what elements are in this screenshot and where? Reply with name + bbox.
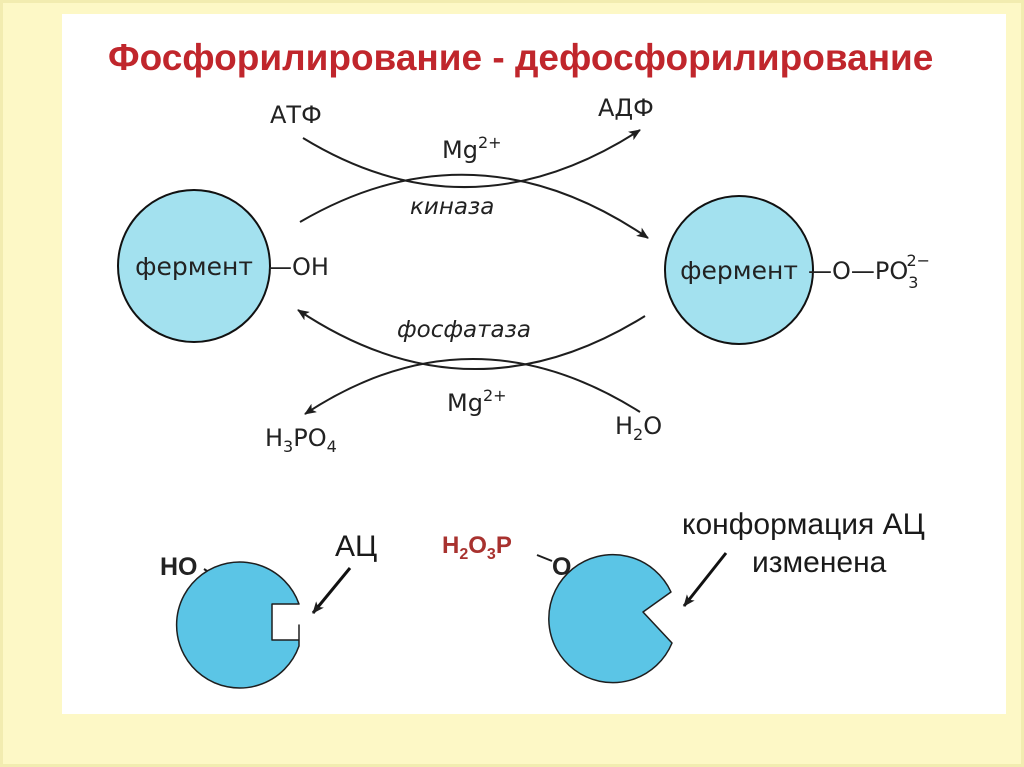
diagram-title: Фосфорилирование - дефосфорилирование bbox=[108, 37, 933, 78]
atp-adp-arrow bbox=[302, 129, 641, 188]
enzyme-left-label: фермент bbox=[135, 252, 253, 281]
adp-label: АДФ bbox=[598, 94, 654, 122]
enzyme-right-circle bbox=[664, 195, 814, 345]
protein-changed-site bbox=[548, 553, 673, 684]
h2o-h3po4-arrow bbox=[304, 358, 641, 415]
kinase-arrow bbox=[299, 173, 649, 239]
mg-top-label: Mg2+ bbox=[442, 133, 502, 164]
phospho-bond-line bbox=[536, 554, 553, 562]
conformation-label-line2: изменена bbox=[752, 546, 887, 579]
h3po4-label: H3PO4 bbox=[265, 424, 337, 456]
h2o-label: H2O bbox=[615, 412, 662, 444]
mg-bottom-label: Mg2+ bbox=[447, 386, 507, 417]
enzyme-right-label: фермент bbox=[680, 256, 798, 285]
conformation-arrow bbox=[682, 552, 728, 607]
phospho-group-label: H2O3P bbox=[442, 532, 512, 563]
enzyme-left-circle bbox=[117, 189, 271, 343]
phosphatase-arrow bbox=[297, 309, 646, 370]
active-site-label: АЦ bbox=[335, 530, 377, 563]
enzyme-right-phosphate-group: —O—PO32− bbox=[808, 251, 930, 292]
protein-open-site bbox=[175, 561, 300, 689]
phosphatase-label: фосфатаза bbox=[397, 317, 531, 343]
atp-label: АТФ bbox=[270, 101, 322, 129]
kinase-label: киназа bbox=[410, 194, 494, 220]
conformation-label-line1: конформация АЦ bbox=[682, 508, 925, 541]
ho-group-label: HO bbox=[160, 553, 198, 581]
enzyme-left-oh-group: —OH bbox=[268, 253, 329, 281]
active-site-arrow bbox=[311, 567, 352, 614]
